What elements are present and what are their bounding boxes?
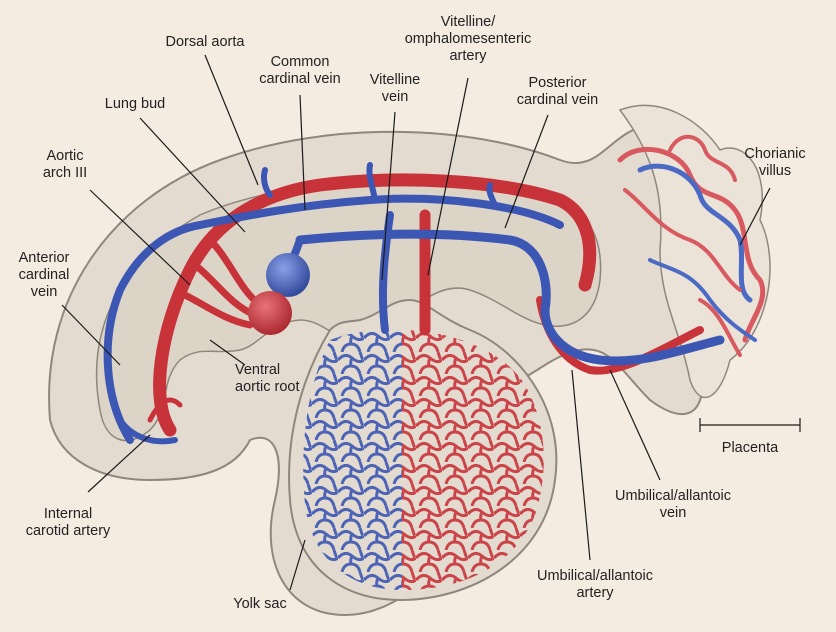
heart [248, 253, 310, 335]
leader-lines [61, 54, 801, 591]
label-umbilical-allantoic-vein: Umbilical/allantoic vein [614, 488, 732, 521]
label-aortic-arch-iii: Aortic arch III [42, 148, 88, 181]
label-lung-bud: Lung bud [104, 96, 166, 112]
label-ventral-aortic-root: Ventral aortic root [235, 362, 300, 395]
label-vitelline-artery: Vitelline/ omphalomesenteric artery [404, 14, 532, 64]
label-umbilical-allantoic-artery: Umbilical/allantoic artery [536, 568, 654, 601]
yolk-sac-shape [288, 298, 558, 602]
label-dorsal-aorta: Dorsal aorta [165, 34, 245, 50]
label-internal-carotid-artery: Internal carotid artery [25, 506, 111, 539]
label-placenta: Placenta [721, 440, 779, 456]
label-posterior-cardinal-vein: Posterior cardinal vein [516, 75, 599, 108]
label-vitelline-vein: Vitelline vein [369, 72, 421, 105]
placenta-villi [617, 134, 766, 357]
label-chorianic-villus: Chorianic villus [744, 146, 806, 179]
arteries [147, 173, 704, 437]
label-common-cardinal-vein: Common cardinal vein [259, 54, 341, 87]
label-anterior-cardinal-vein: Anterior cardinal vein [18, 250, 70, 300]
label-yolk-sac: Yolk sac [233, 596, 287, 612]
